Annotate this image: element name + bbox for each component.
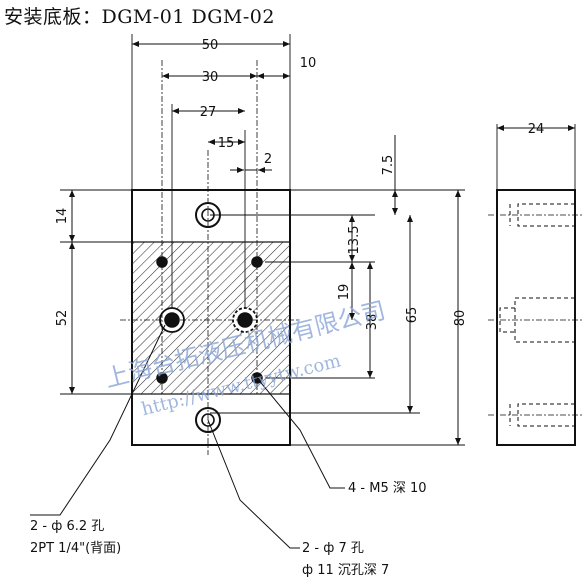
- dim-7-5: 7.5: [381, 155, 396, 176]
- dim-38: 38: [365, 314, 380, 331]
- dim-50: 50: [202, 38, 219, 53]
- leader-lines: [30, 324, 345, 549]
- dim-52: 52: [55, 310, 70, 327]
- dim-10: 10: [300, 56, 317, 71]
- valve-footprint-hatched: [131, 241, 291, 395]
- callout-phi62-line1: 2 - ф 6.2 孔: [30, 519, 104, 534]
- callout-phi62-line2: 2PT 1/4"(背面): [30, 541, 121, 556]
- dim-24: 24: [528, 122, 545, 137]
- dim-15: 15: [218, 136, 235, 151]
- vertical-dimensions: [69, 135, 461, 445]
- dim-19: 19: [337, 284, 352, 301]
- callout-phi7-line2: ф 11 沉孔深 7: [302, 563, 389, 578]
- dim-80: 80: [453, 310, 468, 327]
- side-outline: [496, 189, 576, 446]
- front-view: [120, 60, 300, 455]
- callout-m5: 4 - M5 深 10: [348, 481, 427, 496]
- dim-14: 14: [55, 208, 70, 225]
- extension-lines: [60, 34, 465, 446]
- dim-65: 65: [405, 307, 420, 324]
- dim-2: 2: [264, 152, 272, 167]
- horizontal-dimensions: [132, 41, 290, 173]
- drawing-title: 安装底板：DGM-01 DGM-02: [4, 6, 275, 28]
- side-view: [488, 124, 584, 446]
- callout-phi7-line1: 2 - ф 7 孔: [302, 541, 364, 556]
- dim-13-5: 13.5: [347, 226, 362, 255]
- dim-30: 30: [202, 70, 219, 85]
- dim-27: 27: [200, 105, 217, 120]
